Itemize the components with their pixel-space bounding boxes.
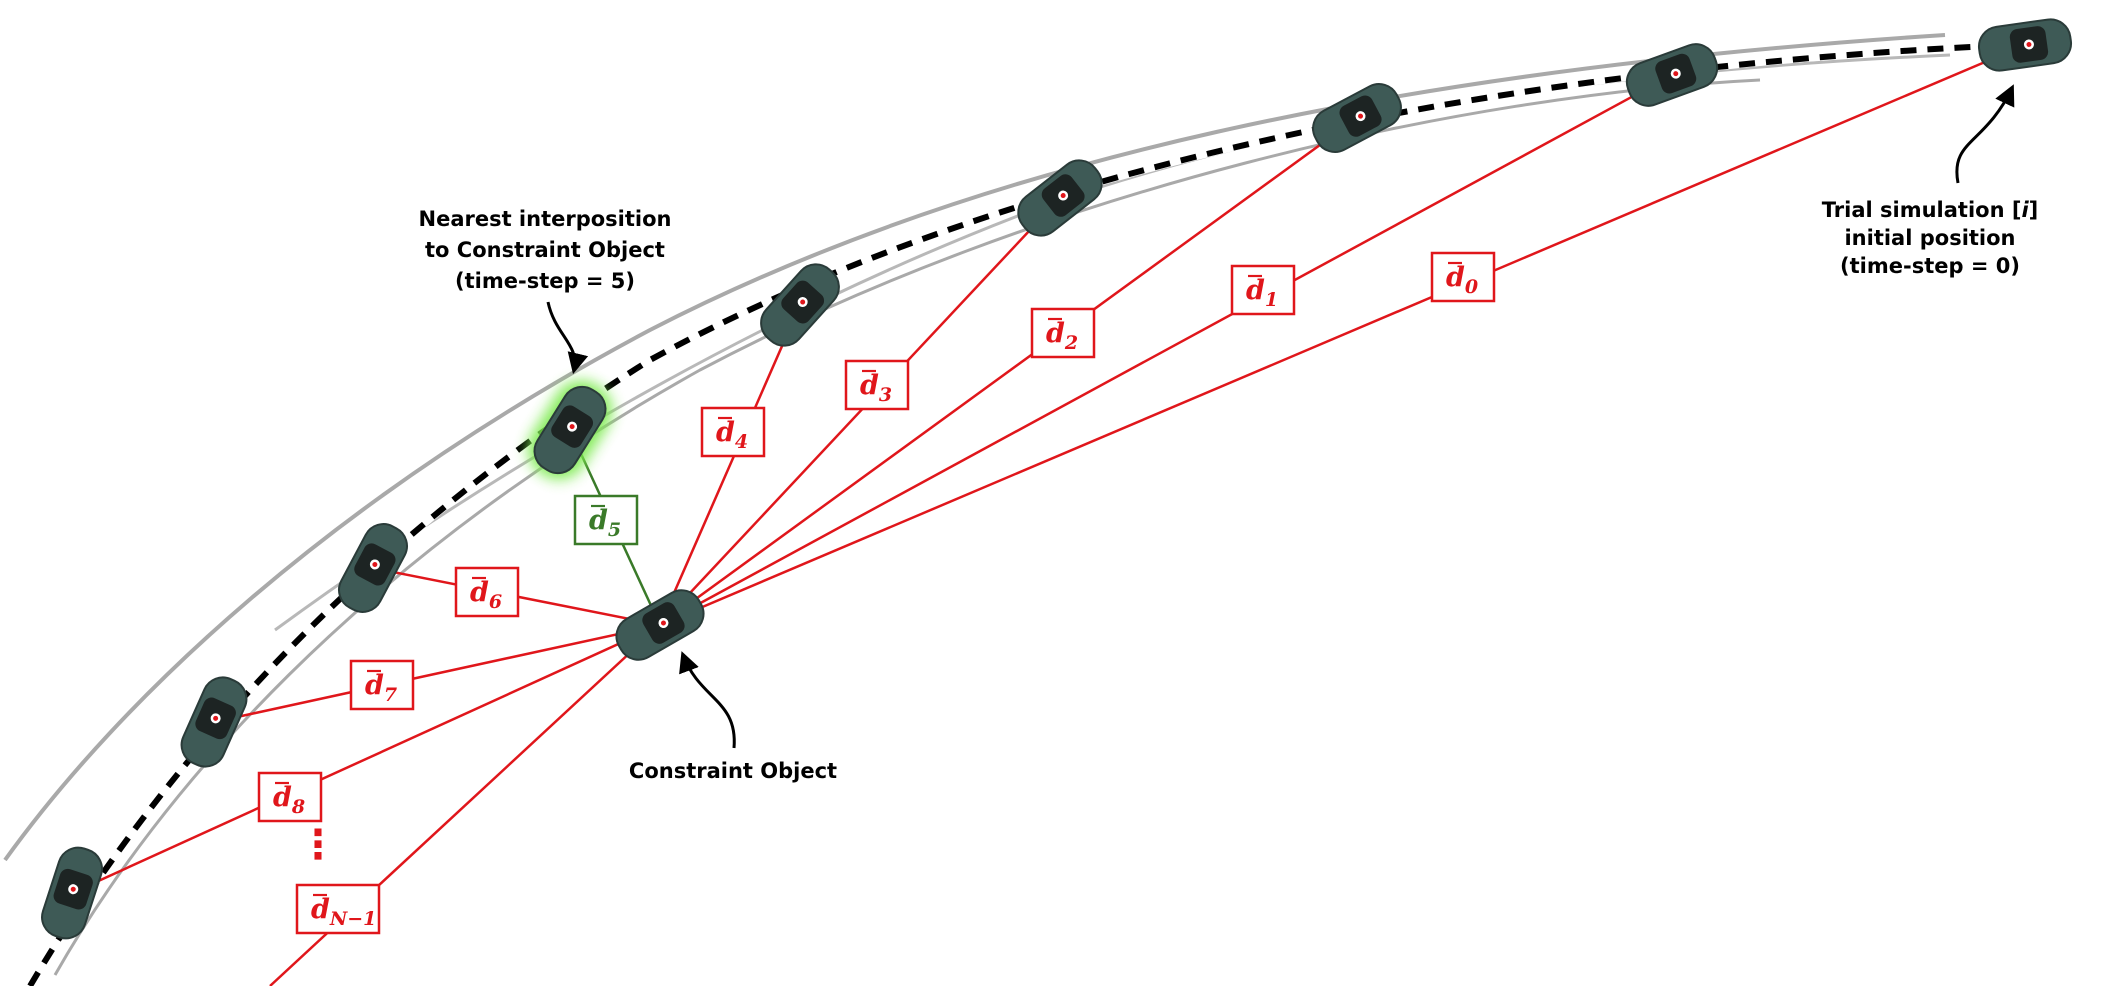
- ellipsis-dots: ⋮: [298, 822, 338, 868]
- nearest-annotation-line3: (time-step = 5): [455, 269, 635, 293]
- nearest-annotation: Nearest interposition to Constraint Obje…: [419, 207, 672, 375]
- car-timestep-6: [338, 523, 408, 613]
- road-edges: [3, 33, 1951, 976]
- initial-annotation: Trial simulation [i] initial position (t…: [1822, 84, 2039, 278]
- distance-label-2: d2: [1030, 307, 1096, 359]
- road-edge-mid: [53, 78, 1761, 976]
- distance-line-3: [659, 196, 1062, 626]
- car-timestep-0: [1977, 18, 2073, 72]
- distance-line-7: [212, 623, 661, 727]
- initial-annotation-line3: (time-step = 0): [1840, 254, 2020, 278]
- distance-label-0: d0: [1430, 251, 1496, 303]
- distance-label-4: d4: [700, 406, 766, 458]
- distance-label-text-4: d4: [716, 417, 748, 453]
- trajectory-path: [26, 41, 2011, 986]
- distance-line-8: [70, 623, 661, 895]
- nearest-annotation-line1: Nearest interposition: [419, 207, 672, 231]
- car-timestep-4: [760, 263, 840, 347]
- distance-label-7: d7: [349, 659, 415, 711]
- nearest-annotation-line2: to Constraint Object: [425, 238, 665, 262]
- nearest-annotation-arrow: [546, 301, 589, 375]
- distance-label-9: dN−1: [295, 883, 381, 935]
- road-edge-inner: [274, 53, 1951, 632]
- constraint-annotation-arrow: [679, 651, 736, 749]
- distance-label-1: d1: [1230, 264, 1296, 316]
- distance-label-text-7: d7: [365, 670, 397, 706]
- distance-label-text-1: d1: [1246, 275, 1278, 311]
- distance-line-2: [659, 116, 1359, 627]
- distance-lines: [70, 43, 2027, 986]
- distance-label-text-6: d6: [470, 577, 502, 613]
- distance-label-text-3: d3: [860, 370, 892, 406]
- distance-label-text-8: d8: [273, 782, 305, 818]
- car-timestep-1: [1625, 43, 1719, 107]
- car-timestep-7: [180, 676, 248, 768]
- car-positions: [41, 18, 2073, 940]
- distance-label-8: d8: [257, 771, 323, 823]
- car-timestep-5: [527, 380, 613, 480]
- initial-annotation-arrow: [1955, 84, 2015, 184]
- distance-label-text-0: d0: [1446, 262, 1478, 298]
- distance-line-0: [659, 43, 2027, 627]
- distance-label-boxes: d0 d1 d2 d3 d4 d5 d6 d7 d8 dN−1: [257, 251, 1496, 935]
- road-edge-outer: [3, 33, 1946, 862]
- distance-label-text-5: d5: [589, 505, 621, 541]
- car-timestep-2: [1312, 83, 1402, 153]
- constraint-annotation: Constraint Object: [629, 651, 837, 783]
- distance-label-6: d6: [454, 566, 520, 618]
- distance-label-3: d3: [844, 359, 910, 411]
- distance-label-text-9: dN−1: [311, 894, 376, 930]
- distance-label-text-2: d2: [1046, 318, 1078, 354]
- car-timestep-8: [41, 846, 103, 940]
- initial-annotation-line2: initial position: [1844, 226, 2015, 250]
- car-timestep-3: [1017, 159, 1103, 237]
- distance-label-5: d5: [573, 494, 639, 546]
- constraint-annotation-label: Constraint Object: [629, 759, 837, 783]
- initial-annotation-line1: Trial simulation [i]: [1822, 198, 2039, 222]
- distance-line-1: [659, 73, 1674, 627]
- constraint-object-car: [615, 589, 705, 661]
- distance-line-4: [658, 303, 802, 626]
